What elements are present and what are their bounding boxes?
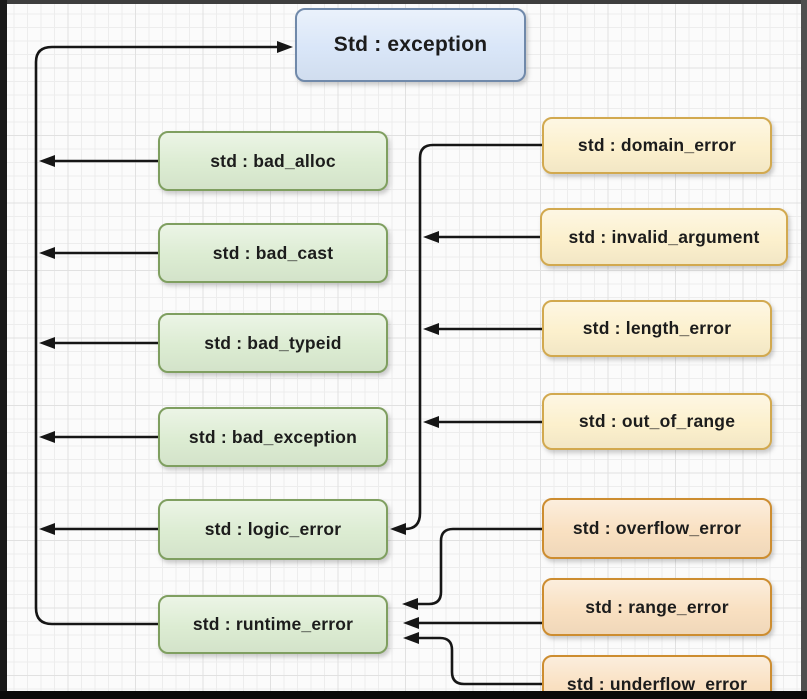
node-bad-typeid: std : bad_typeid xyxy=(158,313,388,373)
letterbox-right-bar xyxy=(801,0,807,699)
node-label: std : domain_error xyxy=(577,135,737,155)
node-bad-exception: std : bad_exception xyxy=(158,407,388,467)
node-label: Std : exception xyxy=(333,33,488,56)
node-invalid-argument: std : invalid_argument xyxy=(540,208,788,266)
node-label: std : bad_cast xyxy=(212,242,334,263)
letterbox-top-bar xyxy=(0,0,807,4)
node-bad-cast: std : bad_cast xyxy=(158,223,388,283)
edge-bad-typeid-to-exception xyxy=(39,337,158,349)
node-bad-alloc: std : bad_alloc xyxy=(158,131,388,191)
node-logic-error: std : logic_error xyxy=(158,499,388,560)
node-exception: Std : exception xyxy=(295,8,526,82)
node-overflow-error: std : overflow_error xyxy=(542,498,772,559)
edge-out-of-range-to-logic-error xyxy=(423,416,542,428)
edge-domain-error-to-logic-error xyxy=(390,143,542,535)
edge-runtime-error-to-exception xyxy=(34,41,293,626)
node-range-error: std : range_error xyxy=(542,578,772,636)
letterbox-left-bar xyxy=(0,0,7,699)
node-label: std : out_of_range xyxy=(578,411,736,431)
edge-range-error-to-runtime-error xyxy=(403,617,542,629)
edge-bad-exception-to-exception xyxy=(39,431,158,443)
node-length-error: std : length_error xyxy=(542,300,772,357)
node-label: std : bad_typeid xyxy=(204,332,342,353)
node-label: std : underflow_error xyxy=(566,673,748,694)
letterbox-bottom-bar xyxy=(0,691,807,699)
edge-logic-error-to-exception xyxy=(39,523,158,535)
node-label: std : bad_exception xyxy=(188,426,358,447)
node-out-of-range: std : out_of_range xyxy=(542,393,772,450)
edge-length-error-to-logic-error xyxy=(423,323,542,335)
edge-overflow-error-to-runtime-error xyxy=(402,527,542,610)
node-label: std : invalid_argument xyxy=(568,226,760,247)
node-runtime-error: std : runtime_error xyxy=(158,595,388,654)
node-label: std : bad_alloc xyxy=(210,150,336,171)
node-label: std : runtime_error xyxy=(192,614,354,634)
node-label: std : overflow_error xyxy=(572,518,742,538)
node-label: std : length_error xyxy=(582,318,732,338)
edge-bad-cast-to-exception xyxy=(39,247,158,259)
node-domain-error: std : domain_error xyxy=(542,117,772,174)
node-label: std : logic_error xyxy=(204,519,342,539)
edge-bad-alloc-to-exception xyxy=(39,155,158,167)
edge-underflow-error-to-runtime-error xyxy=(403,632,542,686)
edge-invalid-argument-to-logic-error xyxy=(423,231,541,243)
node-label: std : range_error xyxy=(585,596,729,617)
